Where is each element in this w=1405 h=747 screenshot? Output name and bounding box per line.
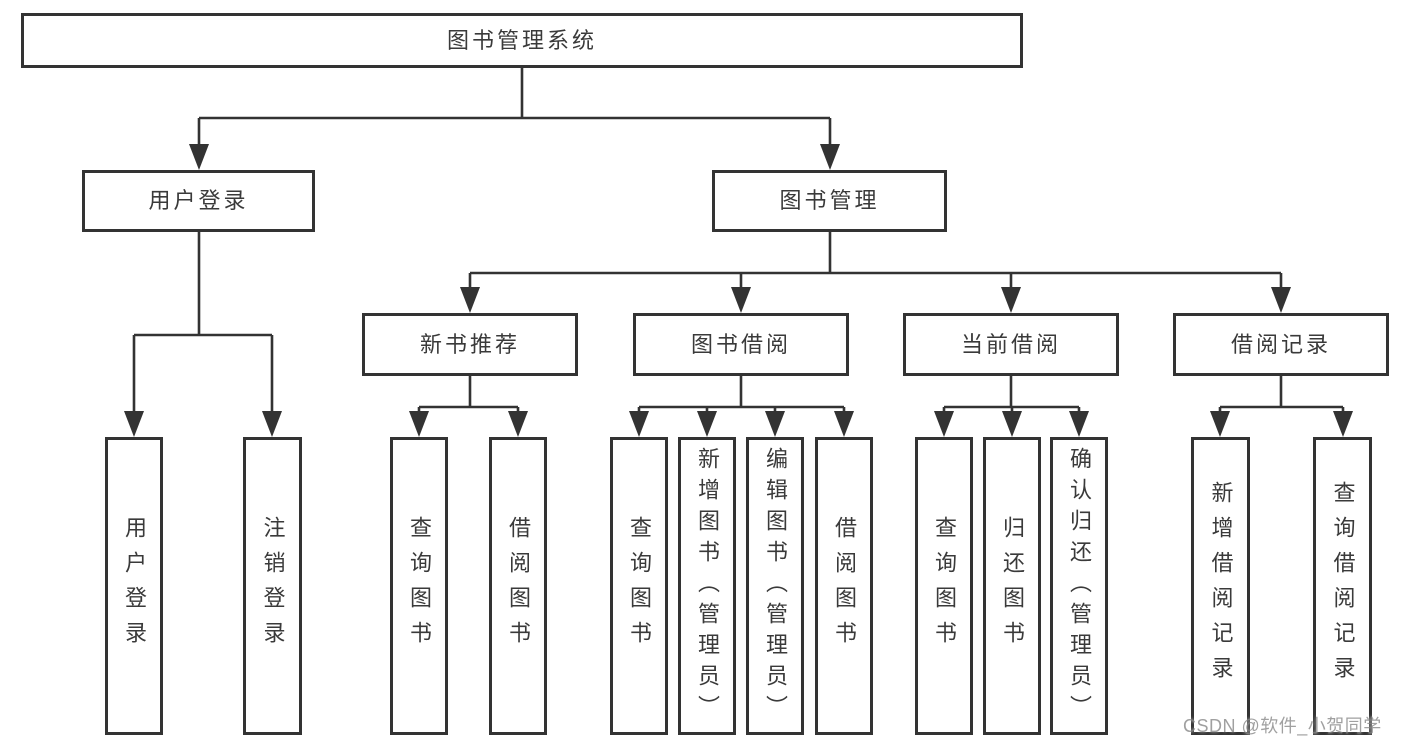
leaf-current-query-book: 查询图书 [915, 437, 973, 735]
node-label: 图书管理系统 [446, 27, 597, 53]
node-label: 新增借阅记录 [1208, 481, 1234, 691]
node-label: 借阅图书 [506, 516, 531, 656]
leaf-add-borrow-record: 新增借阅记录 [1191, 437, 1250, 735]
node-label: 用户登录 [122, 516, 147, 656]
leaf-borrow-query-book: 查询图书 [610, 437, 668, 735]
node-label: 确认归还（管理员） [1067, 446, 1092, 726]
leaf-return-book: 归还图书 [983, 437, 1041, 735]
node-book-management: 图书管理 [712, 170, 947, 232]
node-label: 当前借阅 [960, 331, 1061, 357]
node-label: 归还图书 [1000, 516, 1025, 656]
node-label: 图书借阅 [690, 331, 791, 357]
node-current-borrow: 当前借阅 [903, 313, 1119, 376]
node-label: 查询借阅记录 [1330, 481, 1356, 691]
node-label: 注销登录 [260, 516, 286, 656]
node-label: 图书管理 [779, 188, 880, 213]
node-label: 查询图书 [932, 516, 957, 656]
node-label: 新增图书（管理员） [695, 446, 720, 726]
csdn-watermark: CSDN @软件_小贺同学 [1183, 716, 1382, 736]
leaf-add-book-admin: 新增图书（管理员） [678, 437, 736, 735]
node-new-book-recommend: 新书推荐 [362, 313, 578, 376]
node-label: 借阅记录 [1230, 331, 1331, 357]
leaf-borrow-book: 借阅图书 [815, 437, 873, 735]
node-book-borrow: 图书借阅 [633, 313, 849, 376]
arrowheads [124, 144, 1353, 437]
leaf-query-borrow-record: 查询借阅记录 [1313, 437, 1372, 735]
leaf-recommend-query-book: 查询图书 [390, 437, 448, 735]
node-library-system-root: 图书管理系统 [21, 13, 1023, 68]
node-label: 查询图书 [627, 516, 652, 656]
node-label: 编辑图书（管理员） [763, 446, 788, 726]
leaf-user-login: 用户登录 [105, 437, 163, 735]
node-label: 借阅图书 [832, 516, 857, 656]
node-user-login: 用户登录 [82, 170, 315, 232]
leaf-recommend-borrow-book: 借阅图书 [489, 437, 547, 735]
node-label: 新书推荐 [419, 331, 520, 357]
connector-stems [132, 68, 1345, 417]
leaf-confirm-return-admin: 确认归还（管理员） [1050, 437, 1108, 735]
node-label: 用户登录 [148, 188, 249, 213]
leaf-edit-book-admin: 编辑图书（管理员） [746, 437, 804, 735]
node-label: 查询图书 [407, 516, 432, 656]
leaf-logout: 注销登录 [243, 437, 302, 735]
node-borrow-record: 借阅记录 [1173, 313, 1389, 376]
